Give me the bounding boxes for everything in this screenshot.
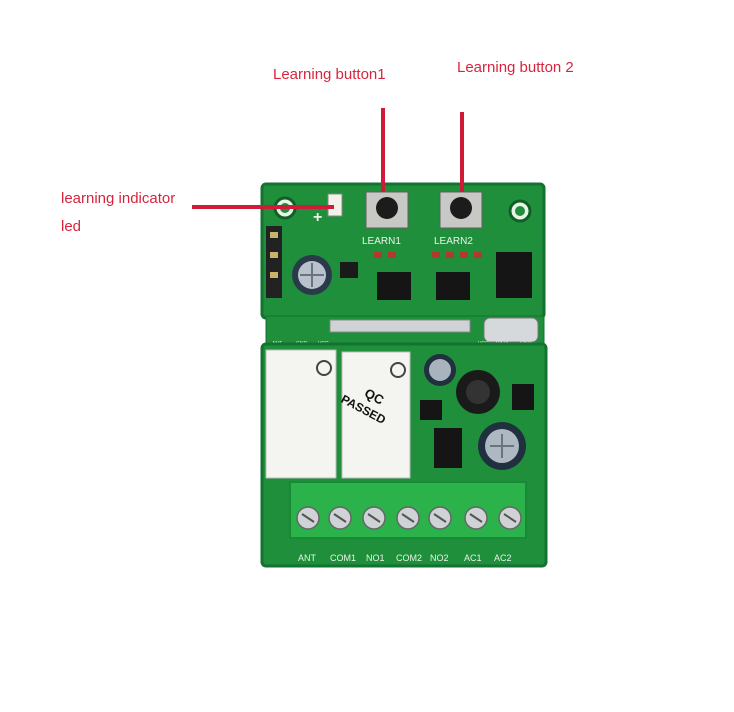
learning-indicator-label: learning indicator — [61, 190, 176, 207]
svg-text:+: + — [313, 209, 322, 226]
bridge-rectifier — [434, 428, 462, 468]
terminal-label-ac1: AC1 — [464, 553, 482, 563]
ic-chips — [377, 252, 532, 300]
regulator-chips — [420, 384, 534, 420]
pointer-line-indicator — [192, 205, 334, 209]
pointer-line-button-1 — [381, 108, 385, 192]
relay-2 — [341, 351, 411, 479]
capacitor-small — [292, 255, 332, 295]
terminal-label-no2: NO2 — [430, 553, 449, 563]
pointer-line-button-2 — [460, 112, 464, 192]
capacitor-mid — [424, 354, 456, 386]
learning-indicator-label-line2: led — [61, 218, 82, 235]
transistor — [340, 262, 358, 278]
learn2-silkscreen: LEARN2 — [434, 236, 473, 247]
learn-button-2 — [439, 191, 483, 229]
inductor — [456, 370, 500, 414]
crystal — [483, 317, 539, 343]
relay-1 — [265, 349, 337, 479]
learn-button-1 — [365, 191, 409, 229]
terminal-label-com1: COM1 — [330, 553, 356, 563]
capacitor-large — [478, 422, 526, 470]
terminal-label-ant: ANT — [298, 553, 317, 563]
terminal-label-ac2: AC2 — [494, 553, 512, 563]
terminal-label-com2: COM2 — [396, 553, 422, 563]
learn1-silkscreen: LEARN1 — [362, 236, 401, 247]
header-pins — [266, 226, 282, 298]
learning-button-2-label: Learning button 2 — [457, 59, 574, 76]
learning-button-1-label: Learning button1 — [273, 66, 386, 83]
terminal-label-no1: NO1 — [366, 553, 385, 563]
